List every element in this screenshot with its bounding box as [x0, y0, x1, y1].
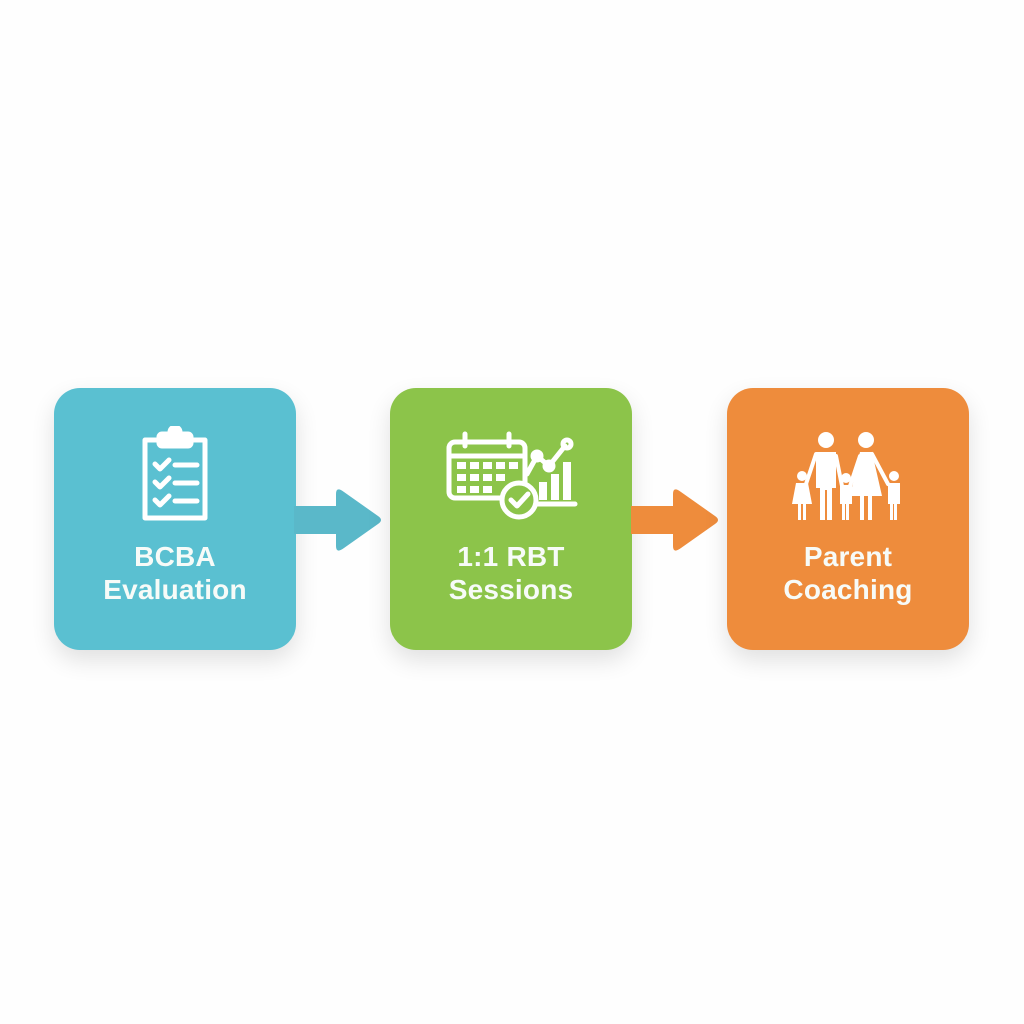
step-label: 1:1 RBT Sessions: [448, 541, 574, 605]
calendar-chart-check-icon: [443, 426, 579, 526]
arrow-right-icon: [294, 489, 381, 551]
step-label: BCBA Evaluation: [103, 541, 247, 605]
family-icon: [790, 426, 906, 526]
step-label: Parent Coaching: [783, 541, 913, 605]
step-bcba-evaluation: BCBA Evaluation: [54, 388, 296, 650]
clipboard-checklist-icon: [135, 426, 215, 526]
step-parent-coaching: Parent Coaching: [727, 388, 969, 650]
arrow-right-icon: [631, 489, 718, 551]
step-rbt-sessions: 1:1 RBT Sessions: [390, 388, 632, 650]
